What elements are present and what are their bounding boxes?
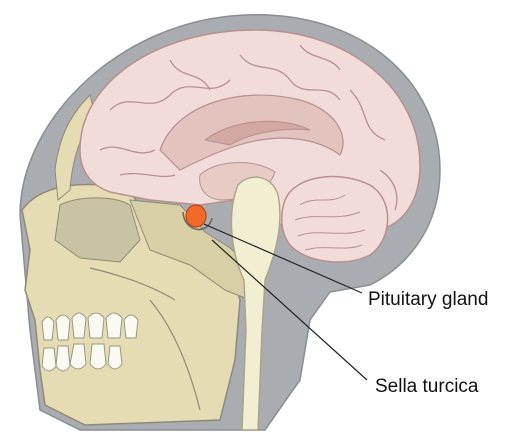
upper-teeth: [41, 312, 139, 341]
pituitary-gland-label: Pituitary gland: [368, 289, 488, 310]
lateral-ventricle: [203, 120, 311, 146]
sella-turcica-label: Sella turcica: [375, 376, 479, 397]
pituitary-gland: [185, 204, 207, 228]
pituitary-leader-line: [203, 223, 363, 294]
cerebral-gyri: [99, 44, 398, 211]
cerebellar-folia: [294, 194, 366, 251]
sella-turcica: [182, 211, 213, 231]
lower-teeth: [41, 343, 123, 372]
sella-leader-line: [211, 239, 368, 381]
cerebellum: [280, 175, 389, 263]
mandible-detail: [149, 299, 201, 411]
maxilla-detail: [89, 267, 176, 301]
nasal-cavity: [54, 197, 141, 263]
